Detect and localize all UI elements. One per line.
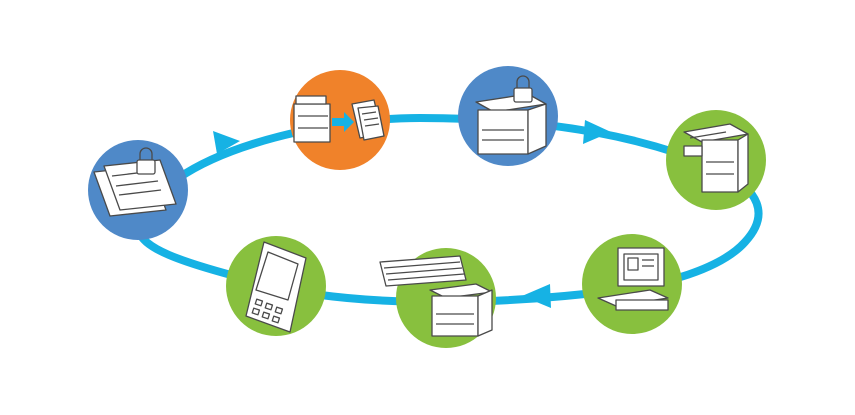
computer-workstation-icon [597, 247, 669, 311]
node-handheld-device [226, 236, 326, 336]
node-secure-document [88, 140, 188, 240]
cycle-arrow-3 [583, 120, 611, 144]
printer-keyboard-icon [379, 255, 493, 337]
cycle-arrow-4 [522, 284, 551, 308]
printer-stacker-icon [683, 123, 749, 193]
locked-document-icon [93, 147, 177, 217]
locked-printer-icon [475, 75, 547, 155]
node-desktop-computer [582, 234, 682, 334]
node-locked-printer [458, 66, 558, 166]
handheld-device-icon [245, 241, 307, 333]
node-printer-with-keyboard [379, 248, 496, 348]
cycle-arrow-1 [213, 131, 240, 154]
mfp-output-pages-icon [293, 95, 385, 143]
node-large-printer [666, 110, 766, 210]
node-scan-to-copies [290, 70, 390, 170]
